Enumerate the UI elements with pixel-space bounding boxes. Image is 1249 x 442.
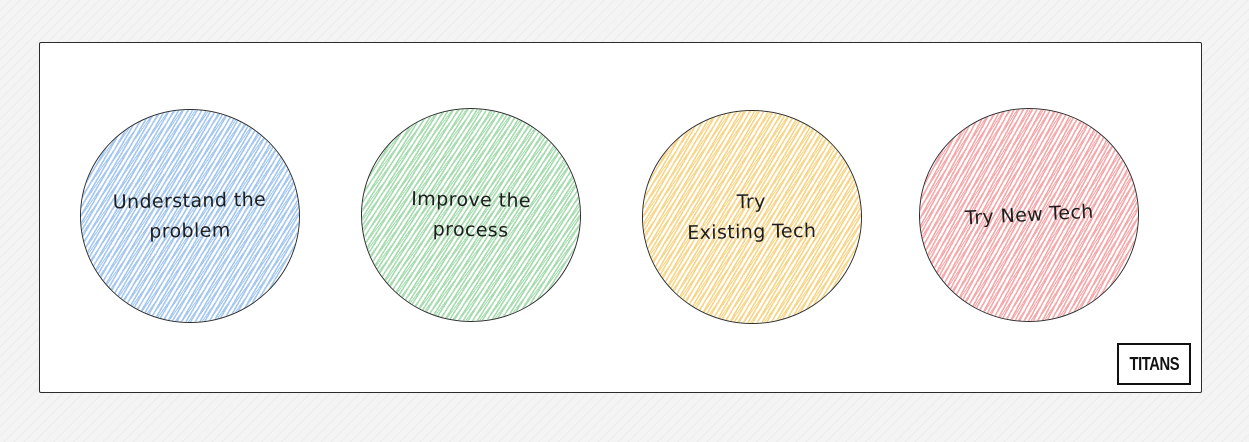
node-understand-the-problem: Understand the problem bbox=[80, 109, 300, 323]
hatch-fill bbox=[81, 110, 299, 322]
node-label: Understand the problem bbox=[112, 188, 267, 243]
node-label: Improve the process bbox=[411, 187, 532, 242]
node-label: Try Existing Tech bbox=[687, 190, 817, 245]
node-try-existing-tech: Try Existing Tech bbox=[642, 110, 862, 324]
logo-text: TITANS bbox=[1129, 353, 1179, 374]
hatch-fill bbox=[643, 111, 861, 323]
titans-logo: TITANS bbox=[1117, 343, 1191, 385]
